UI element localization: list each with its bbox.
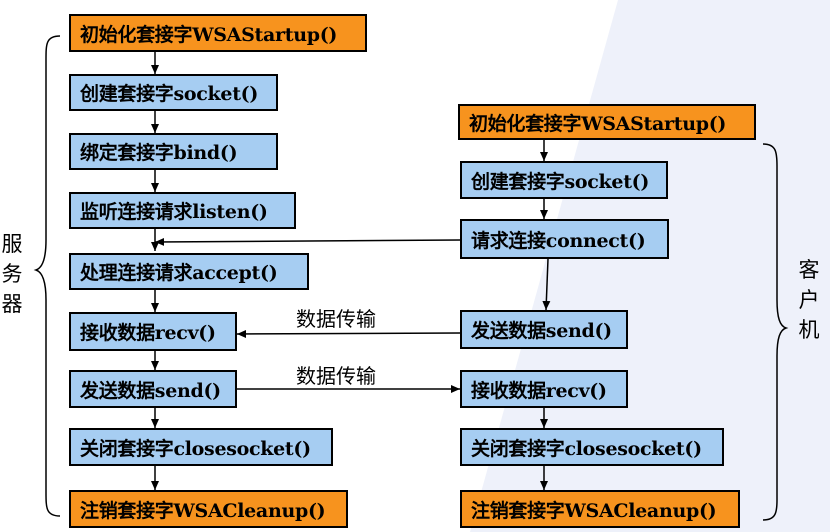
data-transfer-label-lower: 数据传输 <box>296 364 376 388</box>
arrow-c3-c4 <box>542 258 551 311</box>
server-socket-box: 创建套接字socket() <box>69 74 278 111</box>
client-wsacleanup-box: 注销套接字WSACleanup() <box>460 490 740 528</box>
client-step-label: 初始化套接字WSAStartup() <box>469 112 727 135</box>
server-step-label: 初始化套接字WSAStartup() <box>80 23 338 46</box>
server-side-label: 服务器 <box>0 229 24 319</box>
server-step-label: 关闭套接字closesocket() <box>80 437 311 460</box>
client-step-label: 创建套接字socket() <box>471 170 650 193</box>
client-wsastartup-box: 初始化套接字WSAStartup() <box>458 104 756 140</box>
client-step-label: 关闭套接字closesocket() <box>471 437 702 460</box>
server-step-label: 发送数据send() <box>80 379 221 402</box>
server-accept-box: 处理连接请求accept() <box>69 253 309 290</box>
client-step-label: 接收数据recv() <box>471 379 607 402</box>
server-send-box: 发送数据send() <box>69 370 237 408</box>
server-step-label: 绑定套接字bind() <box>80 142 238 164</box>
server-closesocket-box: 关闭套接字closesocket() <box>69 428 333 466</box>
server-bind-box: 绑定套接字bind() <box>69 133 278 170</box>
server-step-label: 监听连接请求listen() <box>80 201 268 223</box>
server-step-label: 注销套接字WSACleanup() <box>80 499 326 522</box>
server-brace <box>33 35 61 517</box>
server-step-label: 创建套接字socket() <box>80 83 259 105</box>
client-connect-box: 请求连接connect() <box>460 219 669 259</box>
client-send-box: 发送数据send() <box>460 310 628 349</box>
client-step-label: 请求连接connect() <box>471 229 646 252</box>
server-listen-box: 监听连接请求listen() <box>69 192 296 229</box>
arrow-send-to-recv <box>236 329 461 338</box>
client-closesocket-box: 关闭套接字closesocket() <box>460 428 724 466</box>
client-step-label: 发送数据send() <box>471 320 612 342</box>
client-label-char: 客 <box>798 258 820 282</box>
server-step-label: 接收数据recv() <box>80 322 216 344</box>
server-recv-box: 接收数据recv() <box>69 312 237 351</box>
server-wsacleanup-box: 注销套接字WSACleanup() <box>69 490 348 528</box>
client-step-label: 注销套接字WSACleanup() <box>471 499 717 522</box>
client-brace <box>762 143 789 521</box>
data-transfer-label-upper: 数据传输 <box>296 307 376 331</box>
server-label-char: 服 <box>1 232 23 256</box>
server-step-label: 处理连接请求accept() <box>80 262 278 284</box>
server-label-char: 务 <box>1 262 23 286</box>
client-label-char: 机 <box>798 318 820 342</box>
client-recv-box: 接收数据recv() <box>460 370 628 408</box>
client-socket-box: 创建套接字socket() <box>460 161 668 199</box>
server-label-char: 器 <box>1 292 23 316</box>
client-label-char: 户 <box>798 288 820 312</box>
server-wsastartup-box: 初始化套接字WSAStartup() <box>69 14 367 52</box>
client-side-label: 客户机 <box>797 255 821 345</box>
arrow-connect-to-accept <box>154 237 461 246</box>
